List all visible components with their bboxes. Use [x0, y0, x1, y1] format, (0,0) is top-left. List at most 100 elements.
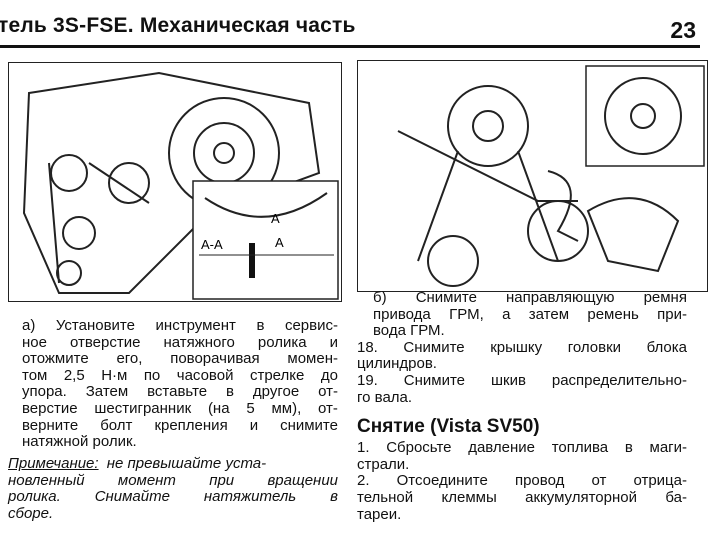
word: в — [624, 439, 633, 457]
word: вращении — [267, 471, 338, 489]
word: отверстие — [69, 333, 141, 351]
figure-label-section: A-A — [201, 237, 223, 252]
word: по — [143, 366, 161, 384]
word: Снимите — [403, 371, 466, 389]
word: болт — [100, 416, 133, 434]
note-paragraph: Примечание: не превышайте уста- новленны… — [8, 455, 338, 522]
word: 19. — [357, 371, 378, 389]
word: шестигранник — [94, 399, 192, 417]
word: упора. — [22, 383, 67, 401]
word: топлива — [551, 439, 609, 457]
word: маги- — [649, 439, 688, 457]
word: шкив — [490, 371, 526, 389]
word: от- — [318, 383, 338, 401]
word: отрица- — [633, 472, 687, 490]
word: в — [226, 383, 234, 401]
text-line: верстие шестигранник (на 5 мм), от- — [22, 399, 338, 418]
word: натяжитель — [203, 488, 297, 506]
text-line: натяжной ролик. — [22, 433, 137, 451]
word: в — [330, 488, 338, 506]
word: вставьте — [147, 383, 208, 401]
text-line: 19. Снимите шкив распределительно- — [357, 371, 687, 390]
word: верните — [22, 416, 79, 434]
word: и — [249, 416, 259, 434]
word: Снимите — [415, 289, 477, 306]
text-line: б) Снимите направляющую ремня — [373, 289, 687, 307]
word: отожмите — [22, 350, 89, 368]
word: и — [329, 333, 338, 351]
word: снимите — [280, 416, 338, 434]
word: другое — [252, 383, 300, 401]
word: ремень — [587, 305, 639, 323]
word: направляющую — [506, 289, 615, 306]
word: часовой — [176, 366, 234, 384]
word: ГРМ, — [449, 305, 484, 323]
word: тельной — [357, 488, 414, 506]
word: Затем — [85, 383, 129, 401]
word: а — [502, 305, 511, 323]
text-line: сборе. — [8, 504, 54, 522]
timing-belt-drawing — [397, 65, 705, 287]
text-line: не превышайте уста- — [102, 455, 267, 472]
word: том — [22, 366, 48, 384]
word: ролика. — [8, 488, 61, 506]
word: верстие — [22, 399, 78, 417]
word: новленный — [8, 471, 85, 489]
figure-label-a-bottom: A — [275, 235, 284, 250]
text-line: страли. — [357, 455, 410, 473]
word: ное — [22, 333, 47, 351]
word: Установите — [55, 317, 135, 334]
text-line: го вала. — [357, 388, 413, 406]
word: при- — [657, 305, 687, 323]
word: клеммы — [441, 488, 497, 506]
word: провод — [514, 472, 565, 490]
word: 5 — [246, 399, 255, 417]
word: привода — [373, 305, 431, 323]
word: крышку — [490, 338, 543, 356]
text-line: цилиндров. — [357, 355, 437, 373]
word: 18. — [357, 338, 378, 356]
text-line: тареи. — [357, 505, 402, 523]
word: давление — [468, 439, 536, 457]
word: а) — [22, 317, 36, 334]
word: головки — [567, 338, 622, 356]
word: блока — [646, 338, 687, 356]
header-rule — [0, 45, 700, 48]
word: при — [209, 471, 235, 489]
figure-label-a-top: A — [271, 211, 280, 226]
word: инструмент — [155, 317, 236, 334]
engine-timing-drawing: A A-A A — [22, 71, 339, 300]
page-header-title: тель 3S-FSE. Механическая часть — [0, 14, 356, 37]
word: распределительно- — [551, 371, 687, 389]
note-label: Примечание: — [8, 455, 99, 472]
page-number: 23 — [670, 17, 696, 43]
word: (на — [207, 399, 230, 417]
word: момен- — [287, 350, 338, 368]
word: 2. — [357, 472, 370, 490]
word: момент — [117, 471, 176, 489]
word: б) — [373, 289, 387, 306]
word: Отсоедините — [396, 472, 488, 490]
word: ремня — [643, 289, 687, 306]
figure-belt-removal-illustration — [357, 60, 708, 292]
word: от- — [318, 399, 338, 417]
figure-tensioner-illustration: A A-A A — [8, 62, 342, 302]
text-line: новленный момент при вращении — [8, 471, 338, 490]
word: стрелке — [249, 366, 305, 384]
word: Сбросьте — [386, 439, 452, 457]
section-heading: Снятие (Vista SV50) — [357, 416, 540, 438]
text-line: вода ГРМ. — [373, 322, 445, 340]
word: мм), — [271, 399, 302, 417]
